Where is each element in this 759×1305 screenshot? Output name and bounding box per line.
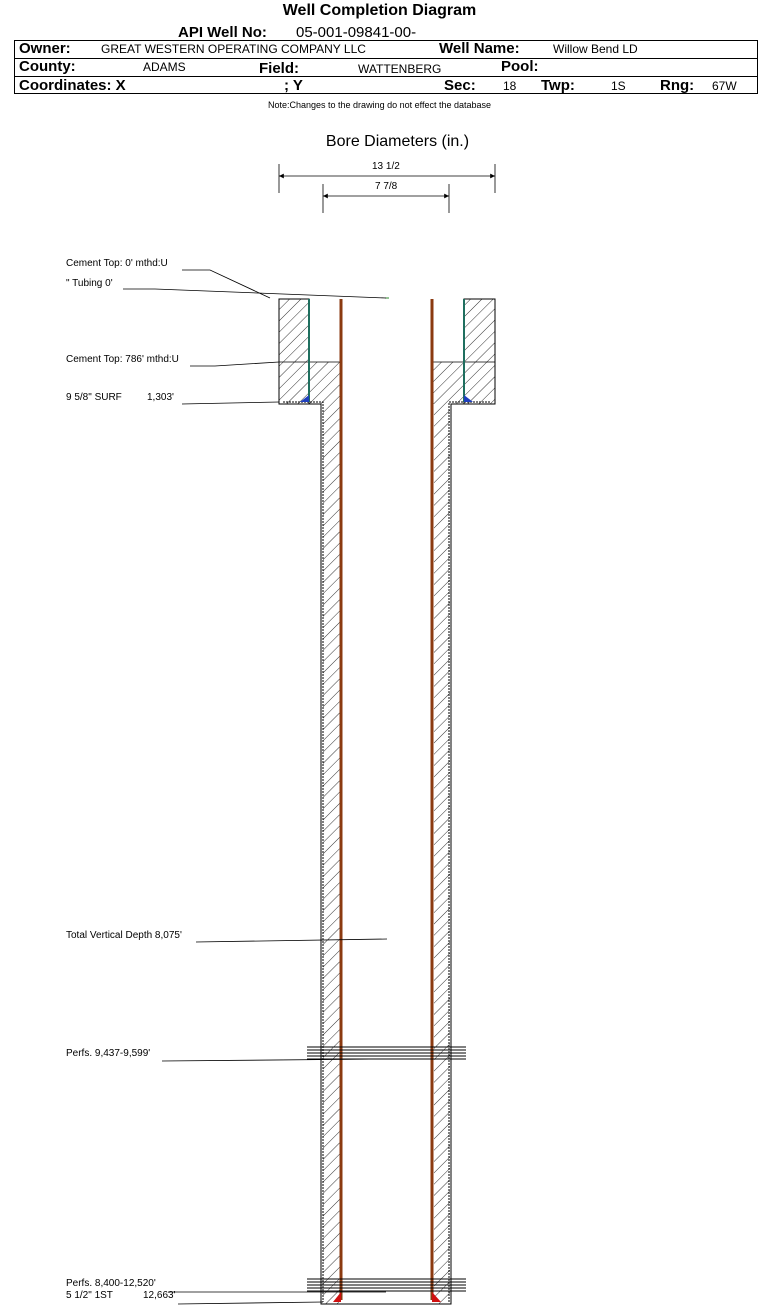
production-casing-shoe-left bbox=[333, 1292, 341, 1302]
header-row-divider bbox=[14, 76, 758, 77]
surface-casing-size-label: 9 5/8" SURF bbox=[66, 392, 122, 403]
owner-label: Owner: bbox=[19, 40, 71, 57]
county-label: County: bbox=[19, 58, 76, 75]
cement-top-surface-label: Cement Top: 0' mthd:U bbox=[66, 258, 168, 269]
cement-top-786-label: Cement Top: 786' mthd:U bbox=[66, 354, 179, 365]
surface-cement bbox=[278, 298, 496, 405]
bore-diameters-title: Bore Diameters (in.) bbox=[325, 133, 470, 150]
rng-label: Rng: bbox=[660, 77, 695, 94]
field-label: Field: bbox=[259, 60, 299, 77]
twp-label: Twp: bbox=[541, 77, 575, 94]
production-casing-shoe-right bbox=[432, 1292, 441, 1302]
api-label: API Well No: bbox=[178, 24, 267, 41]
bore-inner-label: 7 7/8 bbox=[375, 181, 398, 192]
sec-value: 18 bbox=[503, 79, 517, 93]
production-casing-depth-label: 12,663' bbox=[143, 1290, 176, 1301]
header-row-divider bbox=[14, 58, 758, 59]
header-table bbox=[14, 40, 758, 94]
borehole-outline bbox=[278, 298, 496, 1305]
production-casing bbox=[339, 299, 434, 1300]
well-name-value: Willow Bend LD bbox=[553, 42, 638, 56]
tubing-label: " Tubing 0' bbox=[66, 278, 113, 289]
production-casing-size-label: 5 1/2" 1ST bbox=[66, 1290, 113, 1301]
perforations-1 bbox=[307, 1046, 466, 1060]
perfs-2-label: Perfs. 8,400-12,520' bbox=[66, 1278, 156, 1289]
bore-outer-label: 13 1/2 bbox=[372, 161, 400, 172]
coordinates-label: Coordinates: X bbox=[19, 77, 126, 94]
rng-value: 67W bbox=[712, 79, 737, 93]
owner-value: GREAT WESTERN OPERATING COMPANY LLC bbox=[101, 42, 366, 56]
surface-casing-shoe-right bbox=[464, 395, 473, 402]
production-cement bbox=[323, 404, 450, 1304]
surface-casing-depth-label: 1,303' bbox=[147, 392, 174, 403]
sec-label: Sec: bbox=[444, 77, 476, 94]
total-vertical-depth-label: Total Vertical Depth 8,075' bbox=[66, 930, 182, 941]
county-value: ADAMS bbox=[143, 60, 186, 74]
note-text: Note:Changes to the drawing do not effec… bbox=[268, 100, 491, 110]
twp-value: 1S bbox=[611, 79, 626, 93]
api-value: 05-001-09841-00- bbox=[296, 24, 417, 41]
coordinates-y-label: ; Y bbox=[284, 77, 303, 94]
diagram-title: Well Completion Diagram bbox=[282, 2, 477, 19]
surface-casing bbox=[308, 299, 465, 402]
annotation-leaders bbox=[123, 269, 388, 1305]
bore-dimension-lines bbox=[278, 164, 496, 213]
field-value: WATTENBERG bbox=[358, 62, 442, 76]
well-name-label: Well Name: bbox=[439, 40, 520, 57]
perforations-2 bbox=[307, 1278, 466, 1292]
surface-casing-shoe-left bbox=[300, 395, 309, 402]
perfs-1-label: Perfs. 9,437-9,599' bbox=[66, 1048, 151, 1059]
pool-label: Pool: bbox=[501, 58, 539, 75]
